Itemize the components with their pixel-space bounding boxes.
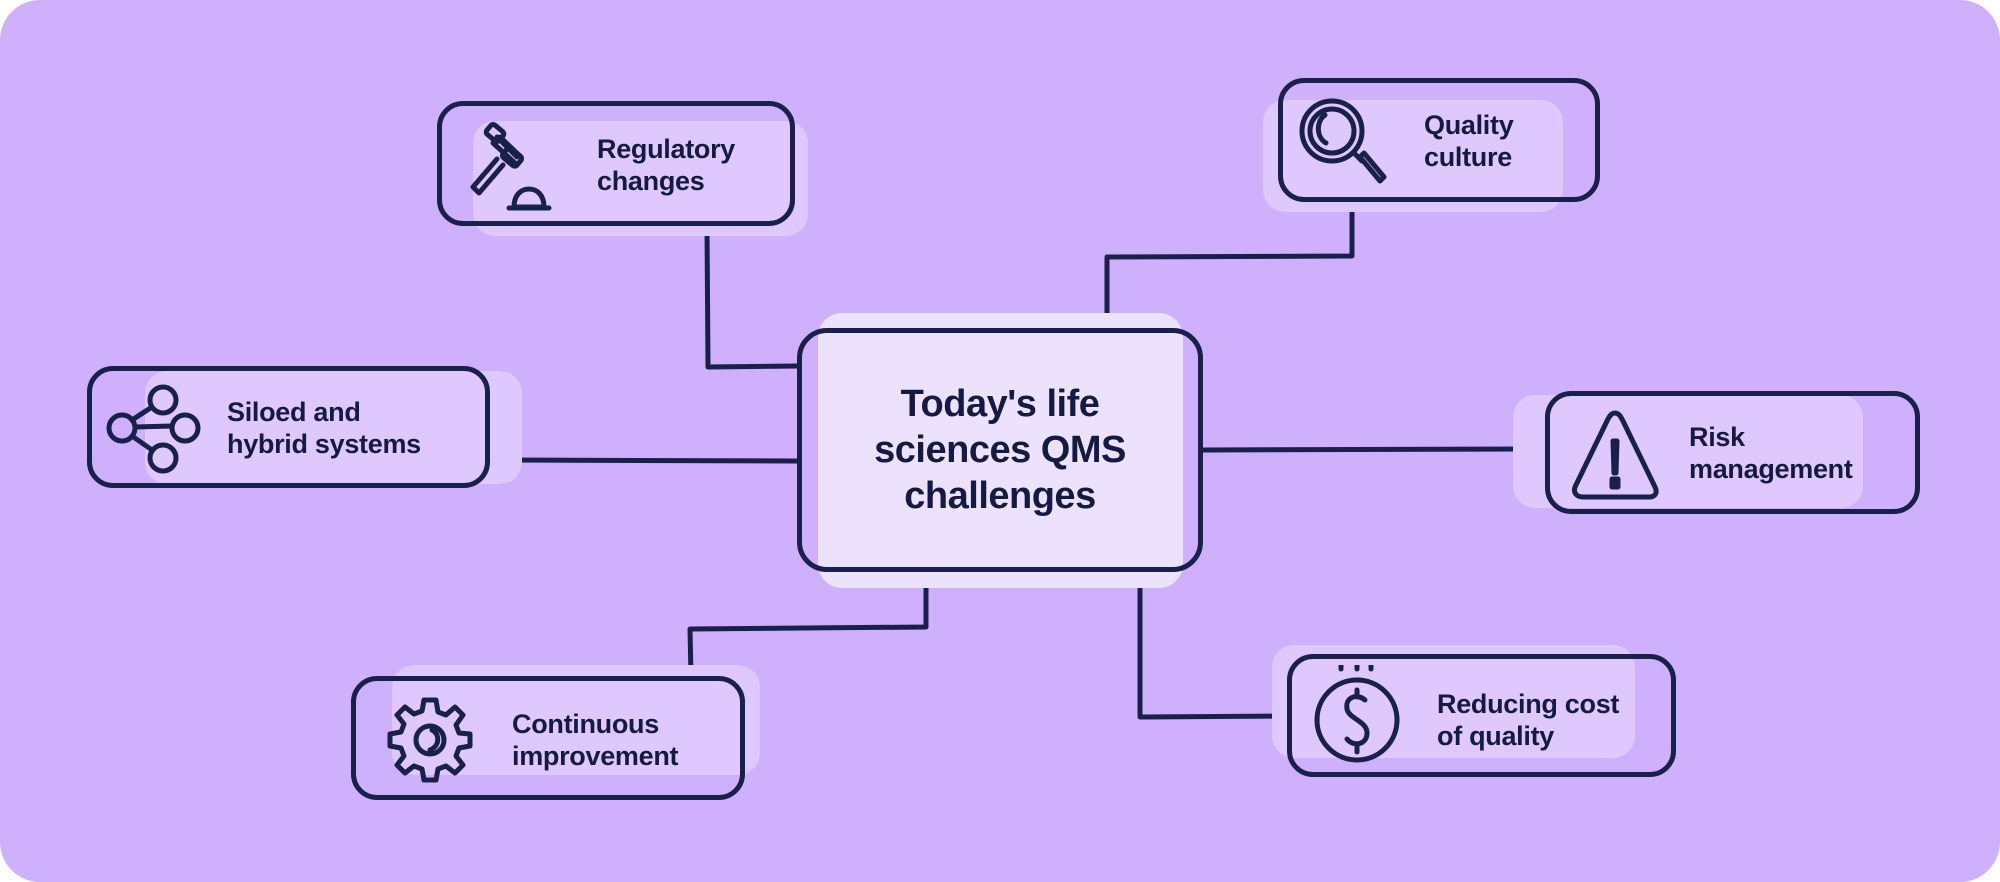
- siloed-highlight: [145, 371, 522, 484]
- warning-triangle-icon: [1565, 403, 1665, 503]
- connector-siloed: [487, 457, 800, 464]
- node-risk: Risk management: [1565, 398, 1853, 508]
- center-highlight: [818, 313, 1183, 588]
- dollar-coin-icon: [1307, 665, 1407, 770]
- continuous-box: [351, 676, 745, 800]
- continuous-highlight: [392, 665, 760, 775]
- regulatory-label: Regulatory changes: [597, 134, 736, 196]
- node-siloed: Siloed and hybrid systems: [103, 373, 421, 483]
- continuous-label: Continuous improvement: [512, 709, 679, 771]
- node-continuous: Continuous improvement: [380, 685, 679, 795]
- risk-label: Risk management: [1689, 422, 1853, 484]
- center-box: [797, 328, 1203, 572]
- network-nodes-icon: [103, 378, 203, 478]
- risk-box: [1545, 391, 1920, 514]
- gear-icon: [380, 690, 480, 790]
- quality-culture-box: [1278, 78, 1600, 202]
- siloed-box: [87, 366, 490, 488]
- magnifying-glass-icon: [1292, 91, 1392, 191]
- connector-risk: [1200, 446, 1548, 453]
- regulatory-box: [437, 101, 795, 226]
- connector-cost: [1137, 569, 1290, 720]
- node-cost: Reducing cost of quality: [1307, 660, 1619, 780]
- regulatory-highlight: [473, 121, 808, 236]
- cost-label: Reducing cost of quality: [1437, 689, 1620, 751]
- node-regulatory: Regulatory changes: [457, 110, 735, 220]
- connector-regulatory: [704, 223, 800, 370]
- cost-highlight: [1272, 645, 1635, 758]
- gavel-icon: [457, 115, 557, 215]
- connector-quality-culture: [1104, 199, 1355, 331]
- siloed-label: Siloed and hybrid systems: [227, 397, 421, 459]
- center-title: Today's life sciences QMS challenges: [874, 383, 1126, 517]
- quality-culture-label: Quality culture: [1424, 110, 1514, 172]
- node-quality-culture: Quality culture: [1292, 86, 1514, 196]
- cost-box: [1287, 654, 1676, 777]
- risk-highlight: [1513, 395, 1863, 508]
